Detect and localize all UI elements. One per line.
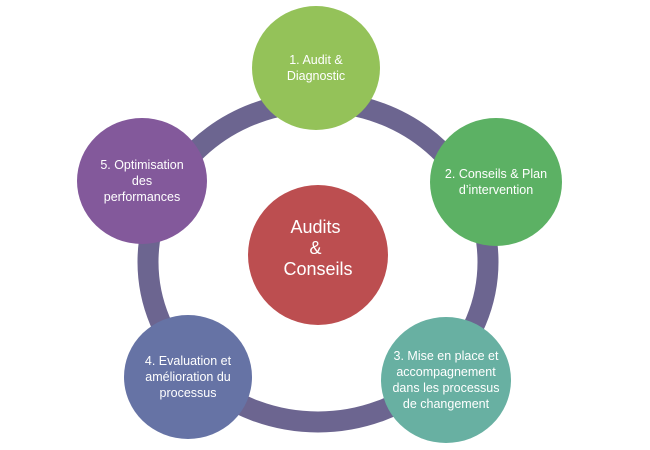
step-node-2: 2. Conseils & Plan d’intervention: [430, 118, 562, 246]
center-node: Audits & Conseils: [248, 185, 388, 325]
step-label-1: 1. Audit & Diagnostic: [287, 53, 345, 83]
step-node-1: 1. Audit & Diagnostic: [252, 6, 380, 130]
step-circle-3: [381, 317, 511, 443]
step-label-line: amélioration du: [145, 370, 231, 384]
step-label-line: performances: [104, 190, 180, 204]
step-node-5: 5. Optimisation des performances: [77, 118, 207, 244]
center-title-line: Audits: [290, 217, 340, 237]
step-label-line: 1. Audit &: [289, 53, 343, 67]
step-circle-5: [77, 118, 207, 244]
center-title: Audits & Conseils: [283, 217, 352, 279]
step-circle-1: [252, 6, 380, 130]
center-circle: [248, 185, 388, 325]
step-label-line: des: [132, 174, 152, 188]
step-label-2: 2. Conseils & Plan d’intervention: [445, 167, 547, 197]
step-label-line: dans les processus: [392, 381, 499, 395]
step-label-line: accompagnement: [396, 365, 496, 379]
step-label-line: Diagnostic: [287, 69, 345, 83]
step-label-line: 5. Optimisation: [100, 158, 183, 172]
step-circle-4: [124, 315, 252, 439]
step-node-4: 4. Evaluation et amélioration du processus: [124, 315, 252, 439]
step-label-5: 5. Optimisation des performances: [100, 158, 183, 204]
step-node-3: 3. Mise en place et accompagnement dans le…: [381, 317, 511, 443]
step-label-line: 2. Conseils & Plan: [445, 167, 547, 181]
step-label-line: 3. Mise en place et: [394, 349, 499, 363]
center-title-line: Conseils: [283, 259, 352, 279]
step-label-3: 3. Mise en place et accompagnement dans le…: [392, 349, 499, 411]
step-label-line: de changement: [403, 397, 490, 411]
step-label-line: d’intervention: [459, 183, 533, 197]
step-label-line: processus: [160, 386, 217, 400]
step-circle-2: [430, 118, 562, 246]
step-label-4: 4. Evaluation et amélioration du processus: [145, 354, 232, 400]
center-title-line: &: [309, 238, 321, 258]
step-label-line: 4. Evaluation et: [145, 354, 232, 368]
